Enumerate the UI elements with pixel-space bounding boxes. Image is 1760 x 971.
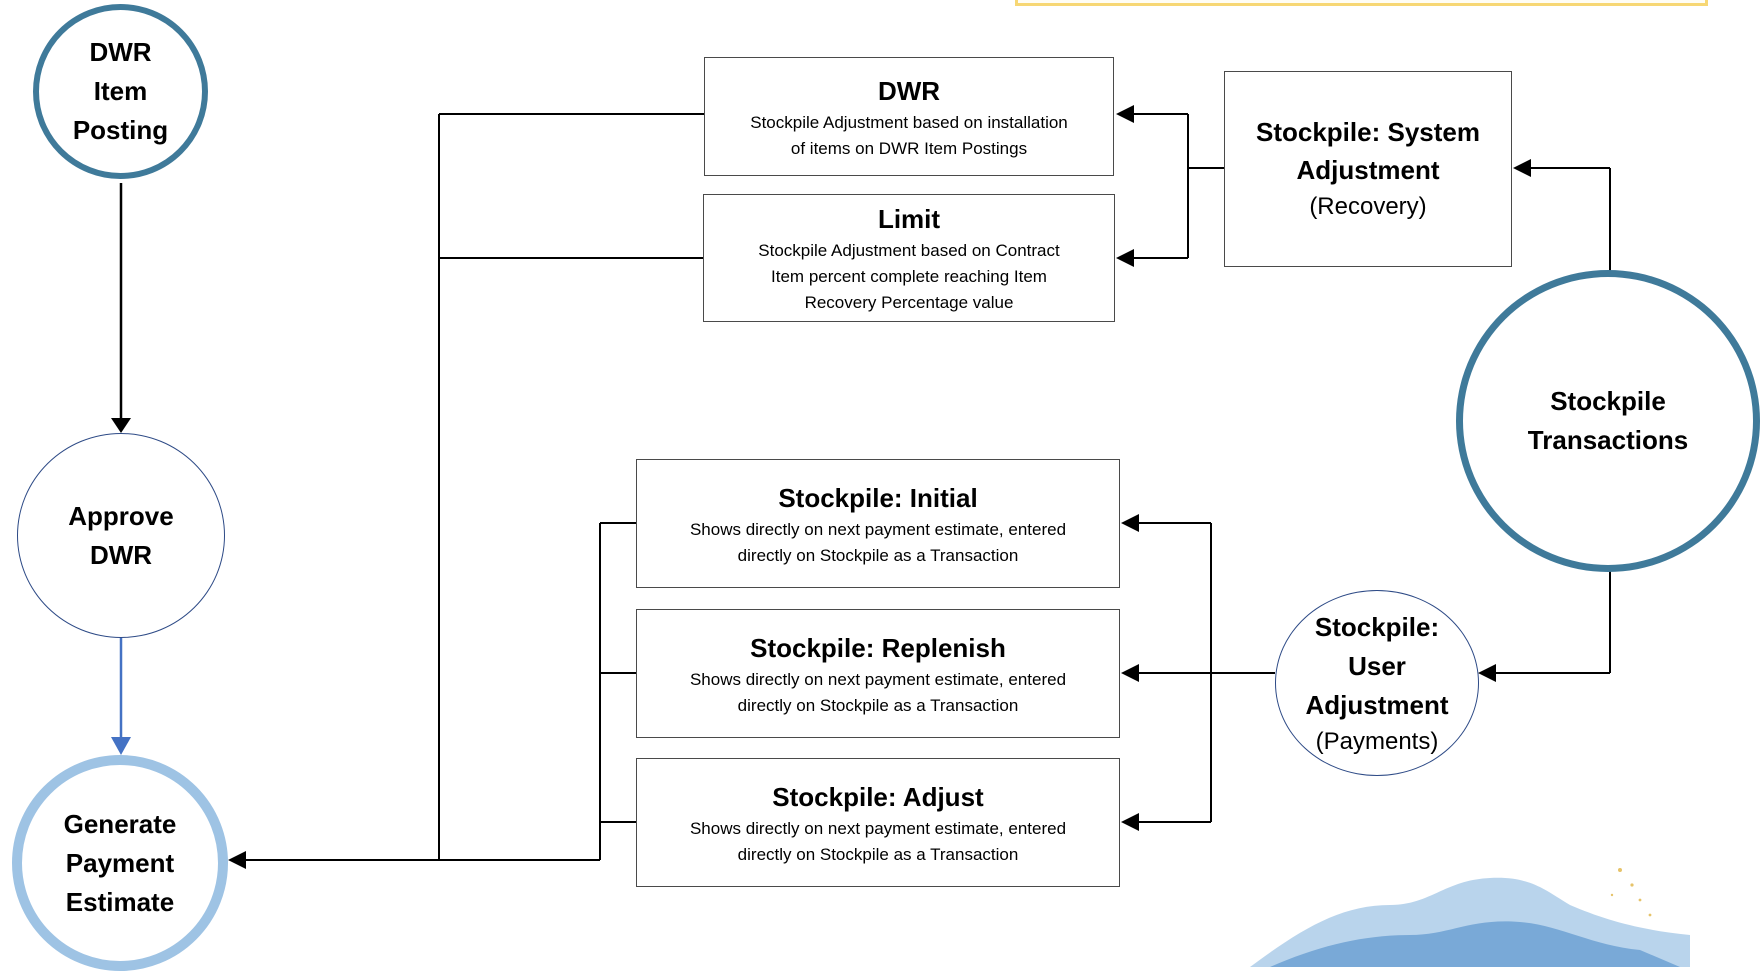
arrowhead-to-limit-box bbox=[1116, 249, 1134, 267]
stockpile-replenish-desc-2: directly on Stockpile as a Transaction bbox=[737, 695, 1019, 715]
system-adjustment-title-1: Stockpile: System bbox=[1256, 117, 1480, 147]
arrowhead-to-user bbox=[1478, 664, 1496, 682]
stockpile-adjust-box: Stockpile: Adjust Shows directly on next… bbox=[636, 758, 1120, 887]
dwr-box-title: DWR bbox=[877, 75, 941, 106]
user-adjustment-line-1: Stockpile: bbox=[1314, 611, 1440, 642]
dwr-box-desc-2: of items on DWR Item Postings bbox=[790, 138, 1028, 158]
stockpile-initial-box: Stockpile: Initial Shows directly on nex… bbox=[636, 459, 1120, 588]
arrowhead-to-system bbox=[1513, 159, 1531, 177]
stockpile-initial-desc-2: directly on Stockpile as a Transaction bbox=[737, 545, 1019, 565]
arrowhead-to-approve bbox=[111, 418, 131, 433]
limit-box-title: Limit bbox=[877, 204, 941, 234]
note-banner bbox=[1015, 0, 1708, 6]
user-adjustment-subtitle: (Payments) bbox=[1315, 727, 1439, 755]
limit-box-desc-3: Recovery Percentage value bbox=[804, 293, 1014, 312]
user-adjustment-line-2: User bbox=[1348, 650, 1406, 681]
dwr-item-posting-node: DWR Item Posting bbox=[33, 4, 208, 179]
stockpile-replenish-title: Stockpile: Replenish bbox=[750, 632, 1006, 663]
approve-dwr-node: Approve DWR bbox=[17, 433, 225, 638]
generate-line-2: Payment bbox=[65, 847, 175, 878]
limit-box-desc-2: Item percent complete reaching Item bbox=[771, 267, 1047, 286]
arrowhead-to-adjust bbox=[1121, 813, 1139, 831]
generate-line-1: Generate bbox=[63, 808, 177, 839]
dwr-box-desc-1: Stockpile Adjustment based on installati… bbox=[750, 112, 1068, 132]
arrowhead-to-generate bbox=[111, 737, 131, 755]
approve-dwr-line-2: DWR bbox=[89, 539, 153, 570]
user-adjustment-line-3: Adjustment bbox=[1305, 689, 1449, 720]
system-adjustment-box: Stockpile: System Adjustment (Recovery) bbox=[1224, 71, 1512, 267]
dwr-item-posting-line-3: Posting bbox=[72, 115, 169, 145]
dwr-item-posting-line-1: DWR bbox=[89, 37, 152, 67]
arrowhead-to-initial bbox=[1121, 514, 1139, 532]
generate-payment-estimate-node: Generate Payment Estimate bbox=[12, 755, 228, 971]
dwr-item-posting-line-2: Item bbox=[93, 76, 148, 106]
arrowhead-to-replenish bbox=[1121, 664, 1139, 682]
arrowhead-into-generate bbox=[228, 851, 246, 869]
stockpile-adjust-desc-1: Shows directly on next payment estimate,… bbox=[689, 818, 1067, 838]
limit-box-desc-1: Stockpile Adjustment based on Contract bbox=[758, 241, 1060, 260]
stockpile-transactions-node: Stockpile Transactions bbox=[1456, 270, 1760, 572]
stockpile-transactions-line-1: Stockpile bbox=[1550, 386, 1666, 416]
approve-dwr-line-1: Approve bbox=[68, 500, 174, 531]
mountain-illustration bbox=[1250, 868, 1690, 967]
stockpile-adjust-title: Stockpile: Adjust bbox=[772, 781, 984, 812]
stockpile-initial-desc-1: Shows directly on next payment estimate,… bbox=[689, 519, 1067, 539]
arrowhead-to-dwr-box bbox=[1116, 105, 1134, 123]
system-adjustment-subtitle: (Recovery) bbox=[1309, 193, 1427, 220]
stockpile-adjust-desc-2: directly on Stockpile as a Transaction bbox=[737, 844, 1019, 864]
dwr-box: DWR Stockpile Adjustment based on instal… bbox=[704, 57, 1114, 176]
stockpile-replenish-box: Stockpile: Replenish Shows directly on n… bbox=[636, 609, 1120, 738]
generate-line-3: Estimate bbox=[65, 886, 175, 917]
limit-box: Limit Stockpile Adjustment based on Cont… bbox=[703, 194, 1115, 322]
system-adjustment-title-2: Adjustment bbox=[1296, 155, 1440, 185]
stockpile-replenish-desc-1: Shows directly on next payment estimate,… bbox=[689, 669, 1067, 689]
user-adjustment-node: Stockpile: User Adjustment (Payments) bbox=[1275, 590, 1479, 776]
stockpile-transactions-line-2: Transactions bbox=[1527, 425, 1689, 455]
stockpile-initial-title: Stockpile: Initial bbox=[778, 482, 978, 513]
